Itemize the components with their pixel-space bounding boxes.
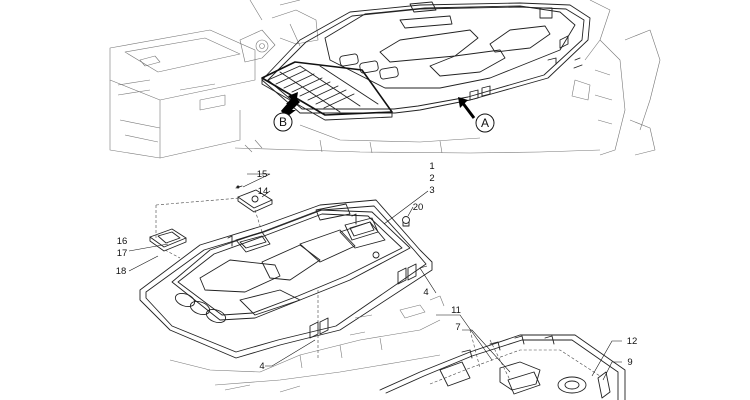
callout-11: 11 <box>451 305 461 316</box>
view-arrow-a <box>458 97 468 108</box>
screw-part-15 <box>235 185 243 189</box>
callout-17: 17 <box>117 248 128 259</box>
callout-20: 20 <box>413 202 424 213</box>
plug-part-16-17 <box>149 228 187 252</box>
callout-2: 2 <box>429 173 434 184</box>
top-view-grate <box>261 61 393 121</box>
callout-15: 15 <box>257 169 268 180</box>
callout-12: 12 <box>627 336 638 347</box>
assembly-dashed-lines <box>155 197 319 358</box>
top-view-machine-frame <box>109 0 661 159</box>
view-marker-b-label: B <box>279 115 287 129</box>
callout-9: 9 <box>627 357 632 368</box>
callout-18: 18 <box>116 266 127 277</box>
exploded-floor-mat <box>139 199 433 359</box>
callout-7: 7 <box>455 322 460 333</box>
top-view-floor-mat <box>261 1 591 114</box>
cap-part-20 <box>402 216 410 227</box>
callout-16: 16 <box>117 236 128 247</box>
view-marker-a-label: A <box>481 116 489 130</box>
leader-lines <box>128 173 622 381</box>
exploded-lower-frame <box>169 295 445 393</box>
view-marker-a: A <box>475 113 495 133</box>
view-arrows <box>280 92 476 119</box>
lower-right-assembly <box>379 329 626 400</box>
callout-14: 14 <box>258 186 269 197</box>
callout-3: 3 <box>429 185 434 196</box>
callout-1: 1 <box>429 161 434 172</box>
small-cover-part-14 <box>237 189 273 213</box>
callout-4-right: 4 <box>423 287 428 298</box>
view-marker-b: B <box>273 112 293 132</box>
callout-labels: 1 2 3 15 14 20 16 17 18 4 4 11 7 12 9 <box>116 161 638 372</box>
callout-4-bottom: 4 <box>259 361 264 372</box>
